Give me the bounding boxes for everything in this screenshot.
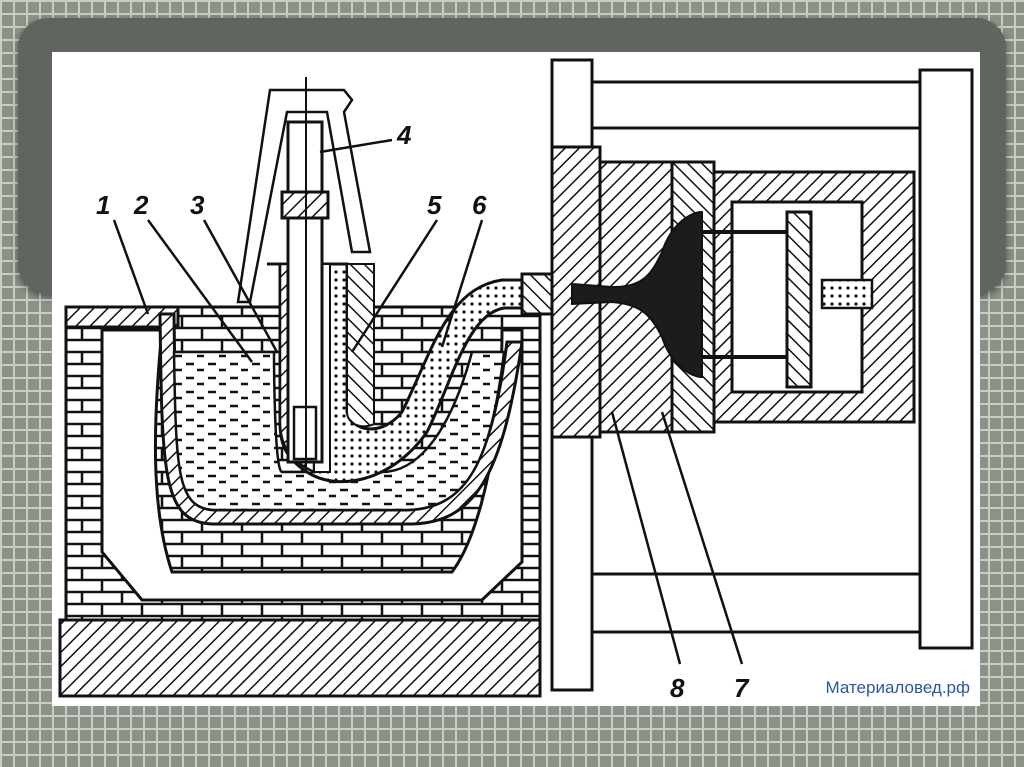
label-3: 3 <box>190 190 205 220</box>
tie-bar-bottom <box>590 572 922 634</box>
diagram-figure: 1 2 3 4 5 6 7 8 Материаловед.рф <box>52 52 980 706</box>
watermark-site: Материаловед.рф <box>825 678 970 697</box>
label-6: 6 <box>472 190 487 220</box>
furnace-base <box>58 618 542 698</box>
die-casting-diagram: 1 2 3 4 5 6 7 8 <box>58 58 974 703</box>
furnace-cavity <box>100 328 524 602</box>
plunger-assembly <box>236 77 372 472</box>
leader-8 <box>610 411 682 665</box>
label-7: 7 <box>734 673 750 703</box>
label-4: 4 <box>396 120 412 150</box>
leader-7 <box>660 411 744 665</box>
label-2: 2 <box>133 190 149 220</box>
leader-1 <box>112 219 150 315</box>
label-1: 1 <box>96 190 110 220</box>
casting-cavity-metal <box>571 210 703 379</box>
leader-3 <box>202 219 279 353</box>
furnace-rim <box>64 305 180 329</box>
leader-2 <box>146 219 254 363</box>
leader-6 <box>440 219 484 348</box>
leader-5 <box>350 219 439 353</box>
tie-bar-top <box>590 80 922 130</box>
leader-4 <box>319 138 393 154</box>
ejector-rod <box>820 278 874 310</box>
die-casting-machine <box>550 58 974 692</box>
leader-lines <box>112 138 744 665</box>
label-8: 8 <box>670 673 685 703</box>
plunger-frame <box>236 88 372 304</box>
label-5: 5 <box>427 190 442 220</box>
rear-platen <box>918 68 974 650</box>
crucible <box>158 312 524 526</box>
molten-metal <box>172 350 506 512</box>
ejector-plate <box>785 210 813 389</box>
cylinder-inner-wall <box>330 263 375 428</box>
